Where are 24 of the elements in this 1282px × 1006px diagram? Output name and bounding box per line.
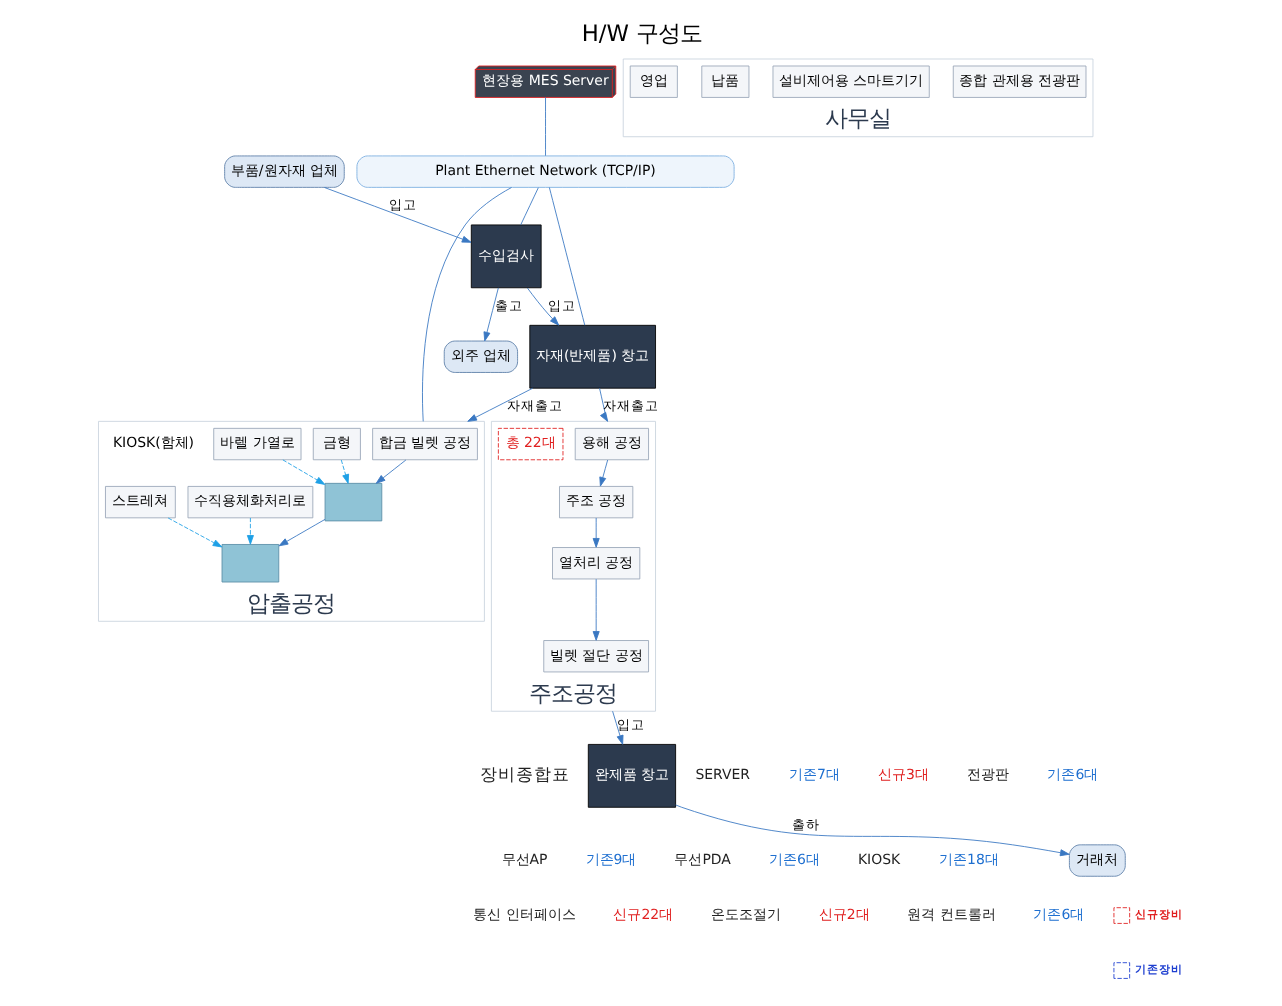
arrow [591,578,599,641]
arrow [466,387,533,422]
label: 장비종합표 [478,766,569,787]
arrow [277,518,325,547]
arrow [281,459,325,485]
arrow [374,459,406,484]
node-box [323,482,382,522]
connector [421,187,511,422]
arrow [245,517,253,545]
arrow [339,459,349,484]
node-box [220,544,279,583]
diagram-title: H/W 구성도 [580,19,702,48]
arrow [526,287,559,326]
arrow [598,459,608,487]
arrow [482,287,498,342]
arrow [611,710,623,745]
arrow [674,804,1069,857]
arrow [591,517,599,548]
connector [519,187,538,226]
connector [544,97,545,157]
arrow [322,187,471,243]
arrow [166,517,222,548]
connector [547,187,585,326]
arrow [598,387,608,422]
